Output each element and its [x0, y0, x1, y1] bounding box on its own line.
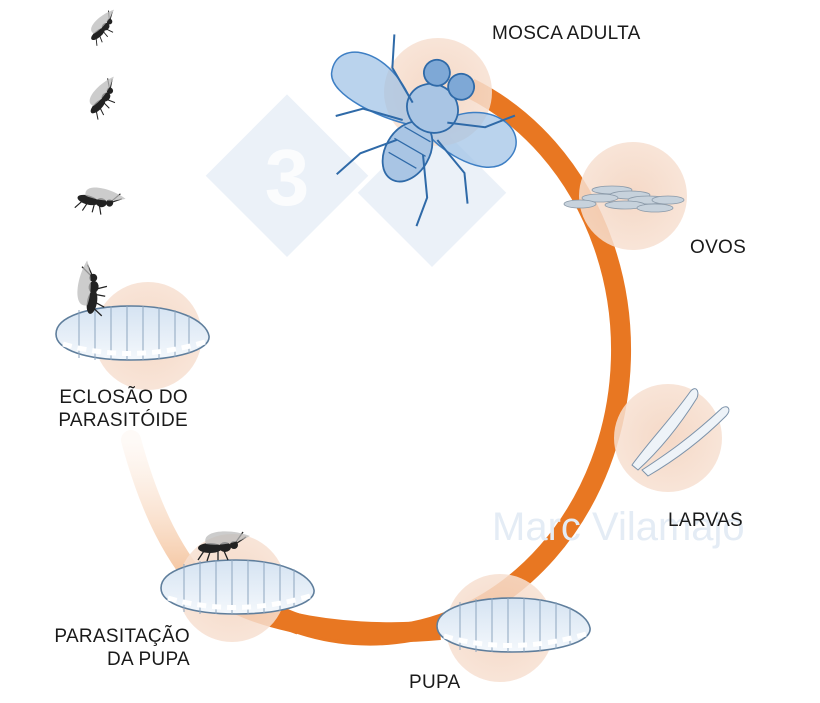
label-larvae: LARVAS: [668, 510, 744, 531]
label-parasitization-line1: PARASITAÇÃO: [54, 626, 190, 647]
label-eggs: OVOS: [690, 237, 747, 258]
flying-wasp-icon: [83, 6, 126, 47]
label-pupa: PUPA: [409, 672, 461, 693]
flying-wasp-icon: [73, 182, 128, 222]
label-adult-fly: MOSCA ADULTA: [492, 23, 641, 44]
house-fly-icon: [330, 34, 517, 227]
author-watermark: Marc Vilamajó: [492, 505, 745, 549]
label-parasitization: PARASITAÇÃO DA PUPA: [34, 625, 190, 671]
label-parasitization-line2: DA PUPA: [106, 649, 190, 670]
watermark-logo-number: 3: [265, 133, 310, 222]
larvae-icon: [631, 388, 730, 477]
label-emergence: ECLOSÃO DO PARASITÓIDE: [36, 386, 188, 432]
label-emergence-line1: ECLOSÃO DO: [59, 387, 188, 408]
egg-cluster-icon: [563, 185, 685, 213]
flying-wasp-icon: [81, 73, 129, 121]
pupa-icon: [437, 598, 590, 652]
label-emergence-line2: PARASITÓIDE: [58, 410, 188, 431]
parasitized-pupa-icon: [161, 560, 314, 614]
